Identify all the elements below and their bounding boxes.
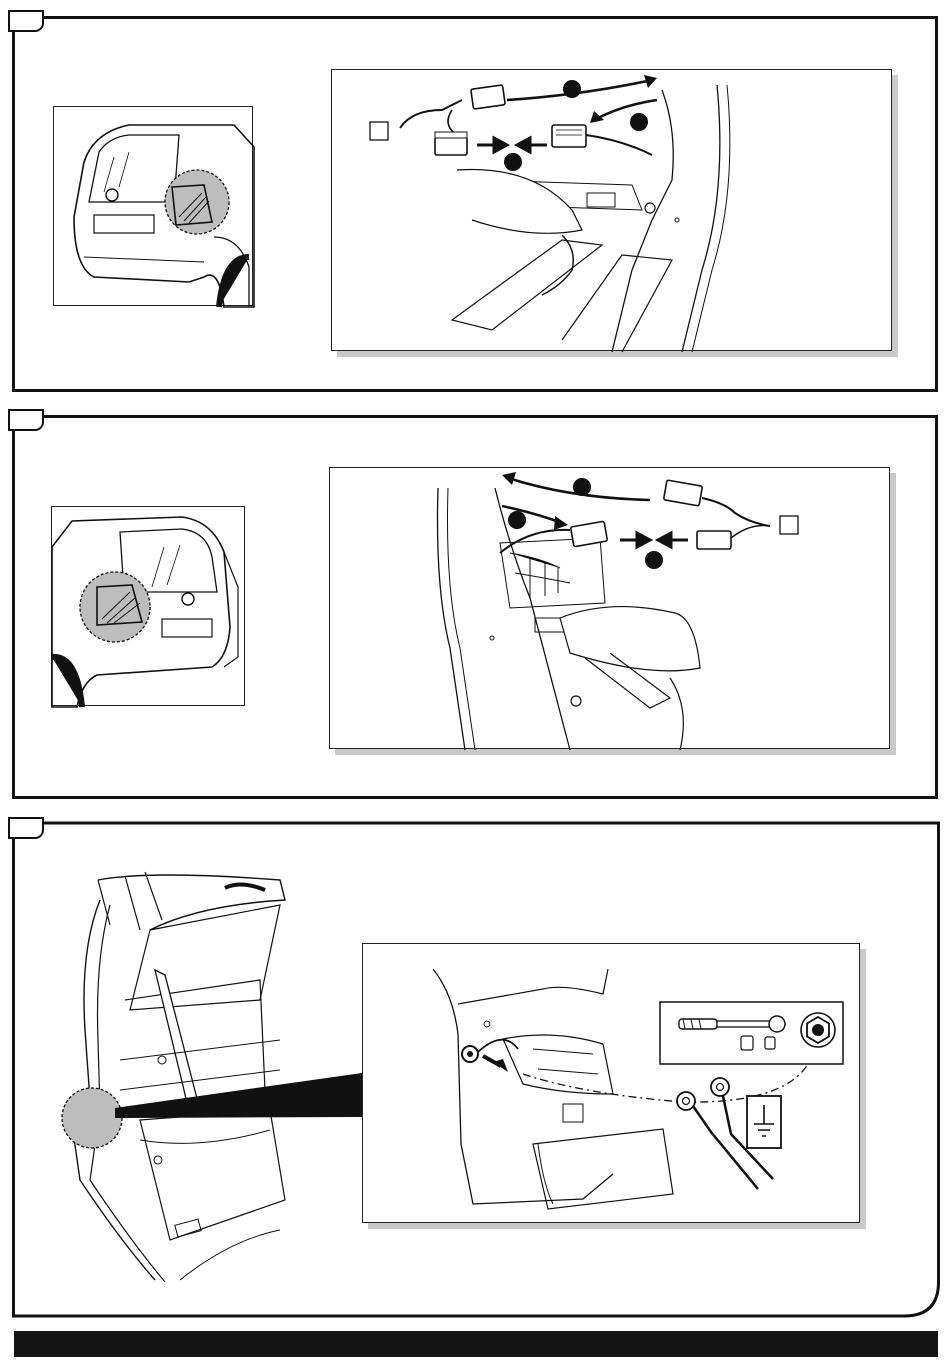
zoom-leader xyxy=(115,1073,362,1118)
ground-location-highlight xyxy=(62,1088,122,1148)
step-3-detail-frame xyxy=(362,943,860,1223)
ground-connection-illustration xyxy=(363,944,861,1224)
footer-bar xyxy=(14,1331,938,1357)
tools-box xyxy=(660,1002,843,1064)
ground-symbol-icon xyxy=(747,1096,781,1148)
nut-icon xyxy=(801,1013,835,1047)
ring-terminal-icon xyxy=(677,1092,758,1189)
